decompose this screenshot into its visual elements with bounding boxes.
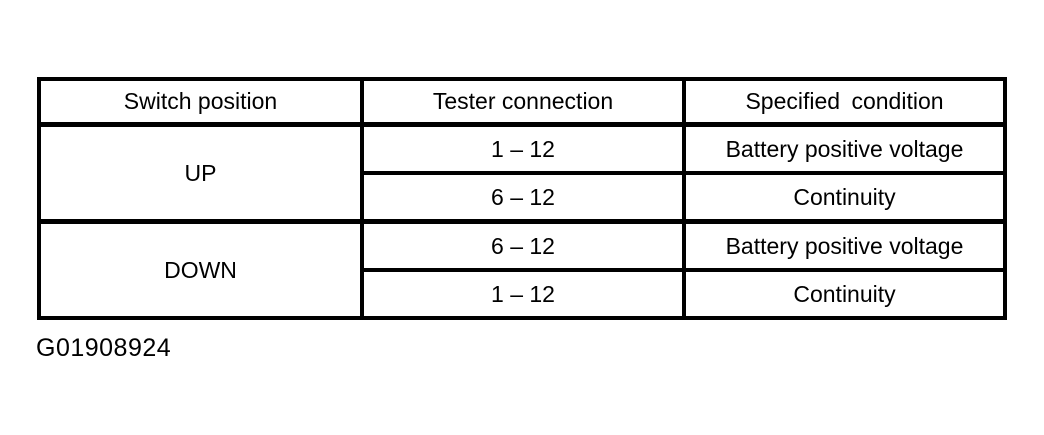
cell-tester-connection: 1 – 12 (360, 270, 684, 318)
cell-switch-position-up: UP (39, 124, 362, 224)
cell-tester-connection: 1 – 12 (360, 124, 684, 175)
cell-specified-condition: Battery positive voltage (682, 221, 1005, 272)
cell-specified-condition: Battery positive voltage (682, 124, 1005, 175)
cell-tester-connection: 6 – 12 (360, 221, 684, 272)
table-row-down-1: DOWN 6 – 12 Battery positive voltage (39, 221, 1005, 318)
header-tester-connection: Tester connection (360, 79, 684, 127)
cell-specified-condition: Continuity (682, 270, 1005, 318)
header-switch-position: Switch position (39, 79, 362, 127)
cell-tester-connection: 6 – 12 (360, 173, 684, 224)
header-specified-condition: Specified condition (682, 79, 1005, 127)
table-row-up-2: 6 – 12 Continuity (39, 173, 1005, 224)
cell-specified-condition: Continuity (682, 173, 1005, 224)
table-row-up-1: UP 1 – 12 Battery positive voltage (39, 124, 1005, 224)
header-row: Switch position Tester connection Specif… (39, 79, 1005, 127)
cell-switch-position-down: DOWN (39, 221, 362, 318)
figure-id: G01908924 (36, 334, 172, 362)
switch-continuity-table: Switch position Tester connection Specif… (37, 77, 1007, 320)
table-row-down-2: 1 – 12 Continuity (39, 270, 1005, 318)
